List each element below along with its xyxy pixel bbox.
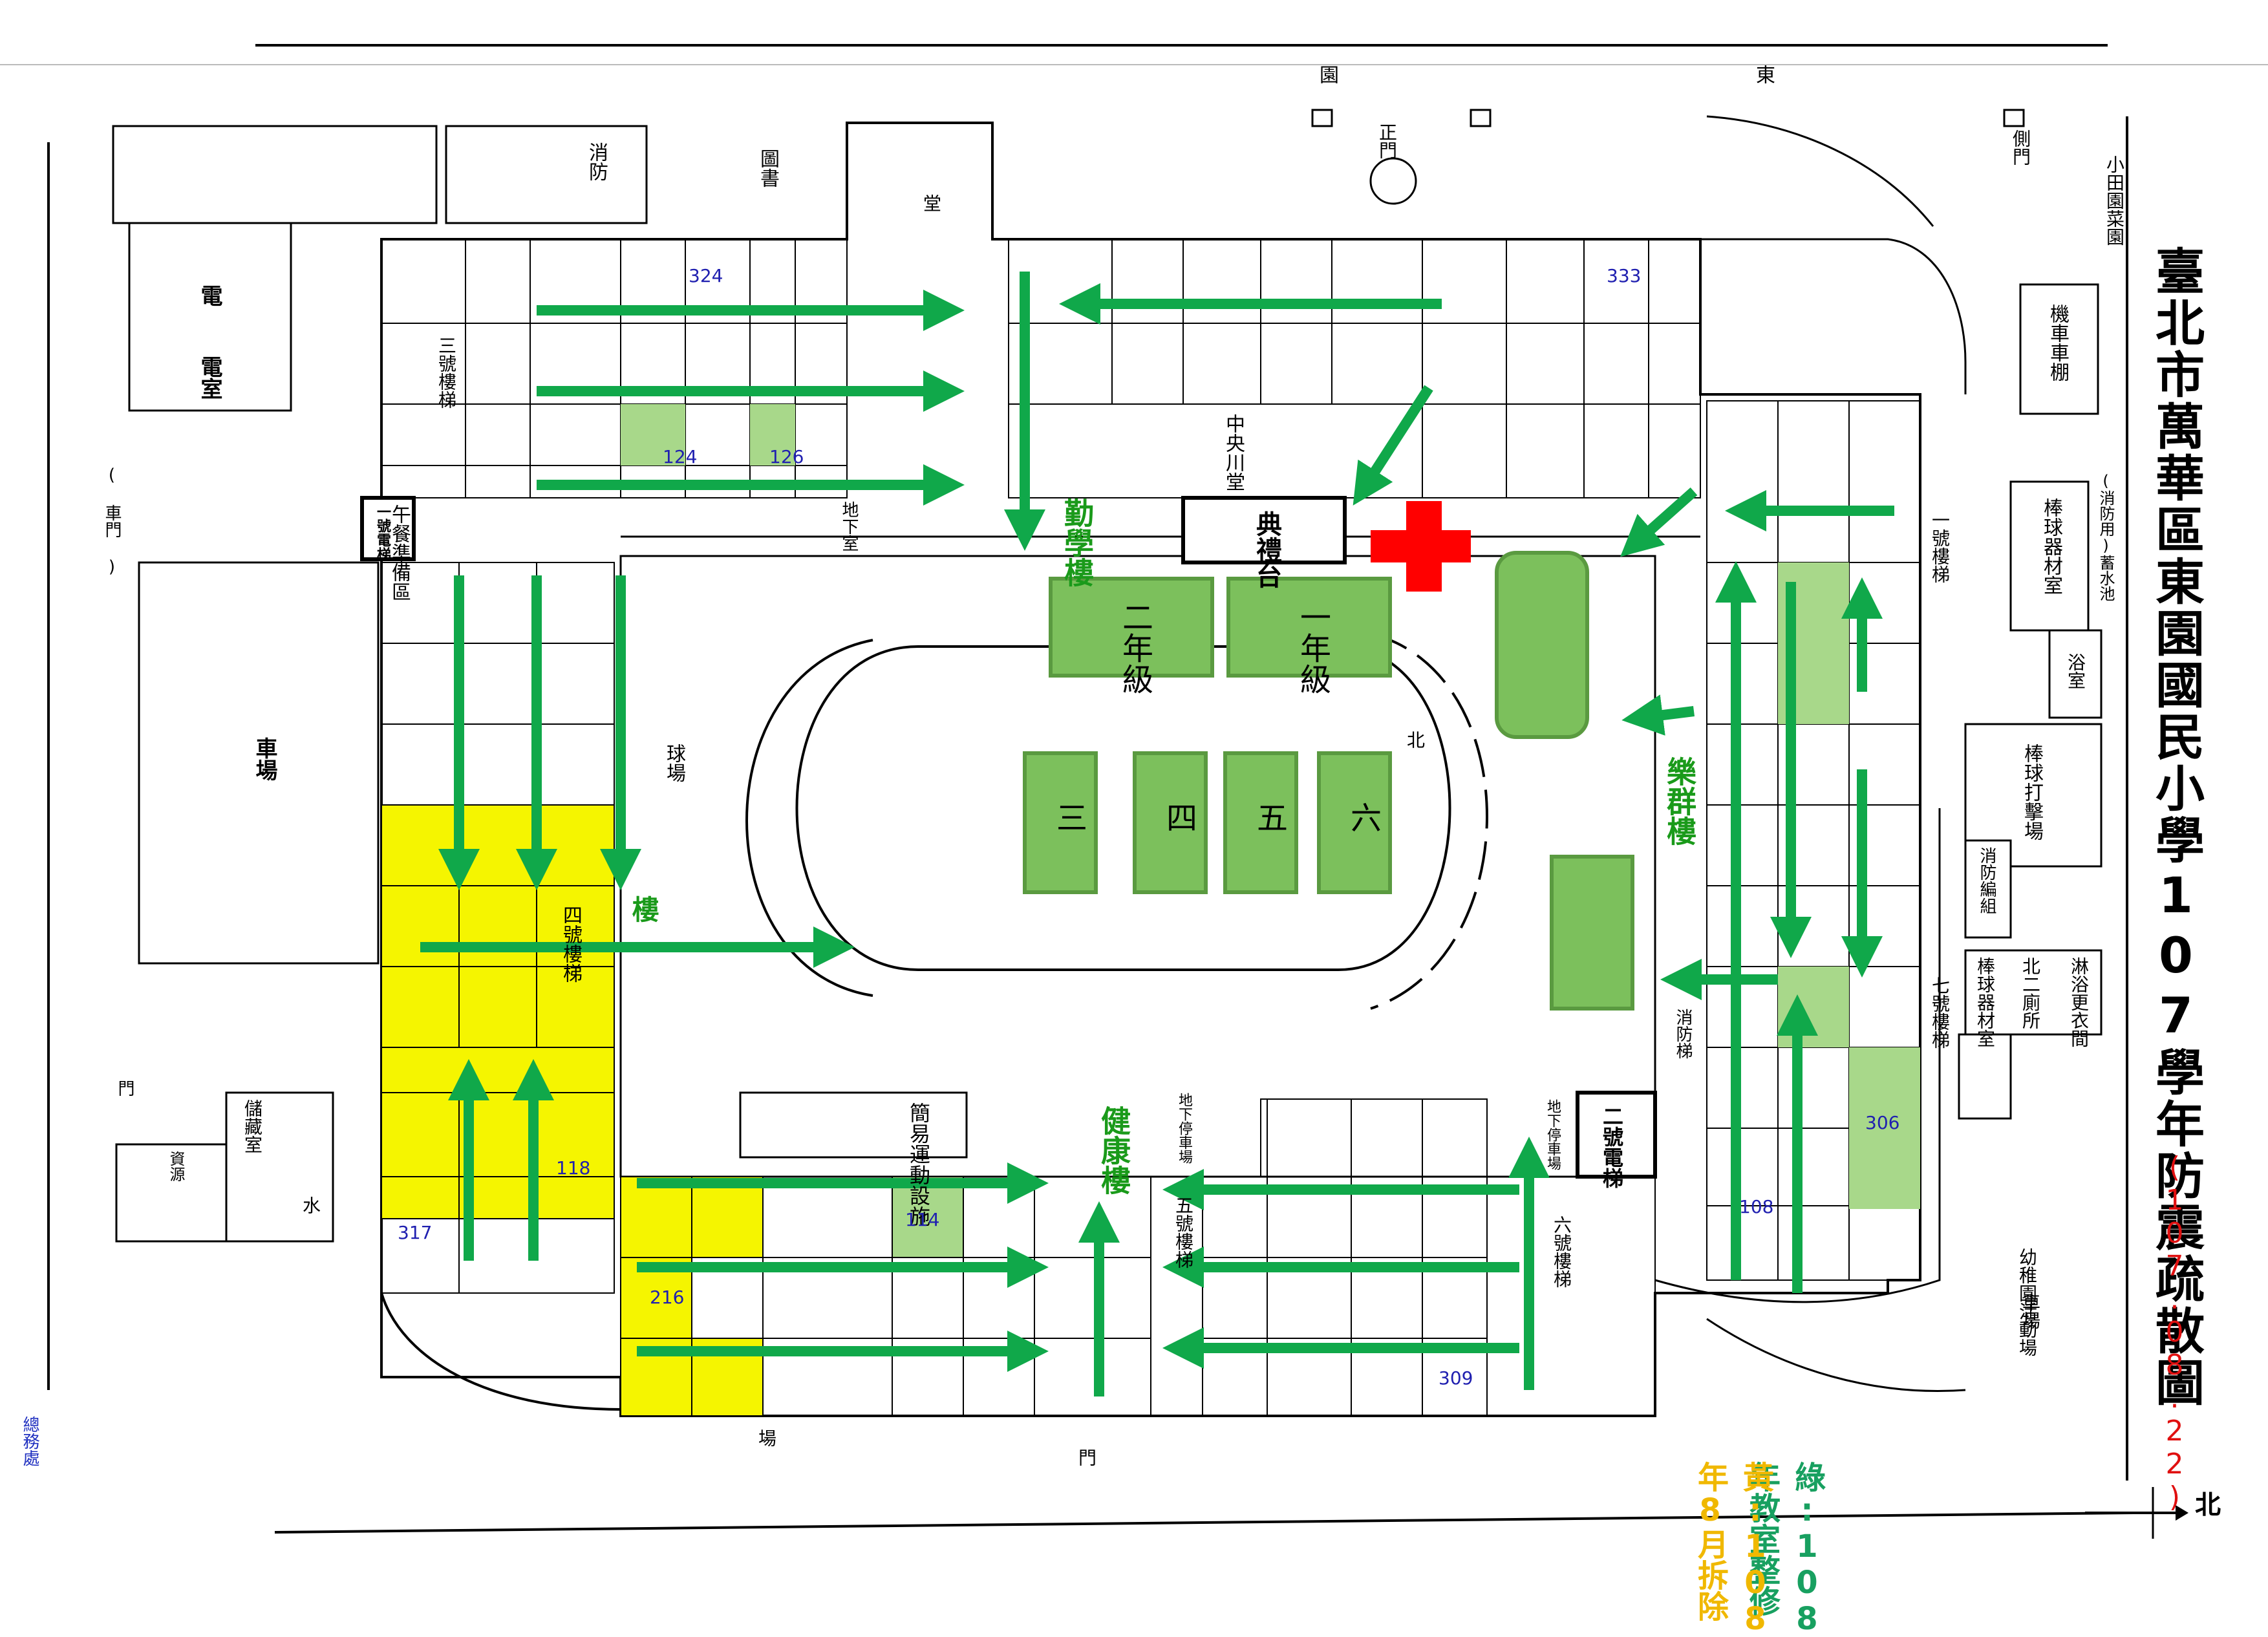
baseball-storage2-label: 棒球器材室 <box>1974 957 1996 1047</box>
left-gate-label: 門 <box>115 1080 134 1097</box>
fire-escape-label: 消防梯 <box>1673 1009 1693 1059</box>
stair-7-label: 七號樓梯 <box>1929 976 1951 1049</box>
map-title: 臺北市萬華區東園國民小學107學年防震疏散圖 <box>2147 246 2205 1409</box>
grade-5-label: 五 <box>1251 802 1287 833</box>
grade-4-label: 四 <box>1161 802 1197 833</box>
resource-label: 資源 <box>167 1151 185 1182</box>
bottom-gate-label: 門 <box>1076 1448 1097 1466</box>
room-124: 124 <box>663 446 698 467</box>
fire-group-label: 消防編組 <box>1977 847 1996 914</box>
north2-toilet-label: 北二廁所 <box>2020 957 2041 1029</box>
basement-label: 地下室 <box>839 501 859 551</box>
building-west-lou: 樓 <box>628 895 659 923</box>
room-324: 324 <box>689 265 723 286</box>
stage-label: 典禮台 <box>1252 511 1281 588</box>
stair-4-label: 四號樓梯 <box>559 905 582 983</box>
stair-3-label: 三號樓梯 <box>436 336 457 409</box>
grade-1-label: 一年級 <box>1294 601 1331 694</box>
scooter-shed-label: 機車車棚 <box>2046 304 2069 381</box>
grade-3-label: 三 <box>1051 802 1087 833</box>
garden-label: 園 <box>1316 65 1338 84</box>
fire-label: 消防 <box>585 142 608 181</box>
parking-left-label: 車場 <box>251 737 277 781</box>
room-216: 216 <box>650 1287 685 1308</box>
water-label: 水 <box>300 1196 321 1214</box>
library-label: 圖書 <box>756 149 779 187</box>
baseball-storage-label: 棒球器材室 <box>2040 498 2062 595</box>
side-gate-label: 側門 <box>2010 129 2031 166</box>
underground-parking-2-label: 地下停車場 <box>1545 1099 1561 1170</box>
building-lequn: 樂群樓 <box>1662 756 1697 846</box>
garden-plot-label: 小田園菜園 <box>2104 155 2125 246</box>
grade-2-label: 二年級 <box>1117 601 1153 694</box>
parking-right-label: 車場 <box>2020 1293 2041 1329</box>
shower-room-label: 淋浴更衣間 <box>2068 957 2090 1047</box>
stair-6-label: 六號樓梯 <box>1551 1215 1572 1288</box>
evacuation-map <box>0 44 2268 1539</box>
elevator-1-label: 一號電梯 <box>374 504 390 561</box>
room-118: 118 <box>556 1157 591 1179</box>
grade-6-label: 六 <box>1345 802 1381 833</box>
central-corridor-label: 中央川堂 <box>1222 414 1245 491</box>
power-room-label: 電室 <box>197 356 222 400</box>
car-gate-label: ( 車門 ) <box>102 465 122 577</box>
lunch-area-label: 午餐準備區 <box>388 504 411 601</box>
room-317: 317 <box>398 1222 433 1243</box>
power-label: 電 <box>197 284 222 306</box>
batting-cage-label: 棒球打擊場 <box>2020 744 2043 840</box>
stair-5-label: 五號樓梯 <box>1173 1196 1194 1268</box>
main-gate-label: 正門 <box>1376 123 1398 159</box>
underground-parking-1-label: 地下停車場 <box>1176 1093 1192 1164</box>
hall-label: 堂 <box>921 194 942 212</box>
fire-reservoir-label: (消防用)蓄水池 <box>2097 472 2115 601</box>
room-307: 306 <box>1865 1112 1900 1133</box>
bottom-field-label: 場 <box>756 1429 777 1447</box>
storage-left-label: 儲藏室 <box>242 1099 263 1153</box>
office-note: 總務處 <box>20 1416 39 1466</box>
legend-yellow: 黃:108年8月拆除 <box>1692 1461 1773 1637</box>
east-label: 東 <box>1752 65 1775 84</box>
room-114: 114 <box>905 1209 940 1230</box>
ball-court-label: 球場 <box>663 744 685 782</box>
room-309: 309 <box>1439 1367 1473 1389</box>
room-126: 126 <box>769 446 804 467</box>
north-label: 北 <box>1404 731 1426 749</box>
map-date: (107.08.22) <box>2158 1151 2191 1514</box>
bath-label: 浴室 <box>2065 653 2086 689</box>
room-108: 108 <box>1739 1196 1774 1217</box>
kinder-activity-label: 幼稚園活動場 <box>2017 1248 2038 1356</box>
simple-sports-label: 簡易運動設施 <box>906 1102 931 1226</box>
room-333: 333 <box>1607 265 1642 286</box>
elevator-2-label: 二號電梯 <box>1599 1106 1624 1188</box>
stair-1-label: 一號樓梯 <box>1929 511 1951 583</box>
compass-north: 北 <box>2195 1490 2221 1520</box>
building-qinxue: 勤學樓 <box>1060 498 1095 587</box>
building-jiankang: 健康樓 <box>1097 1106 1131 1195</box>
